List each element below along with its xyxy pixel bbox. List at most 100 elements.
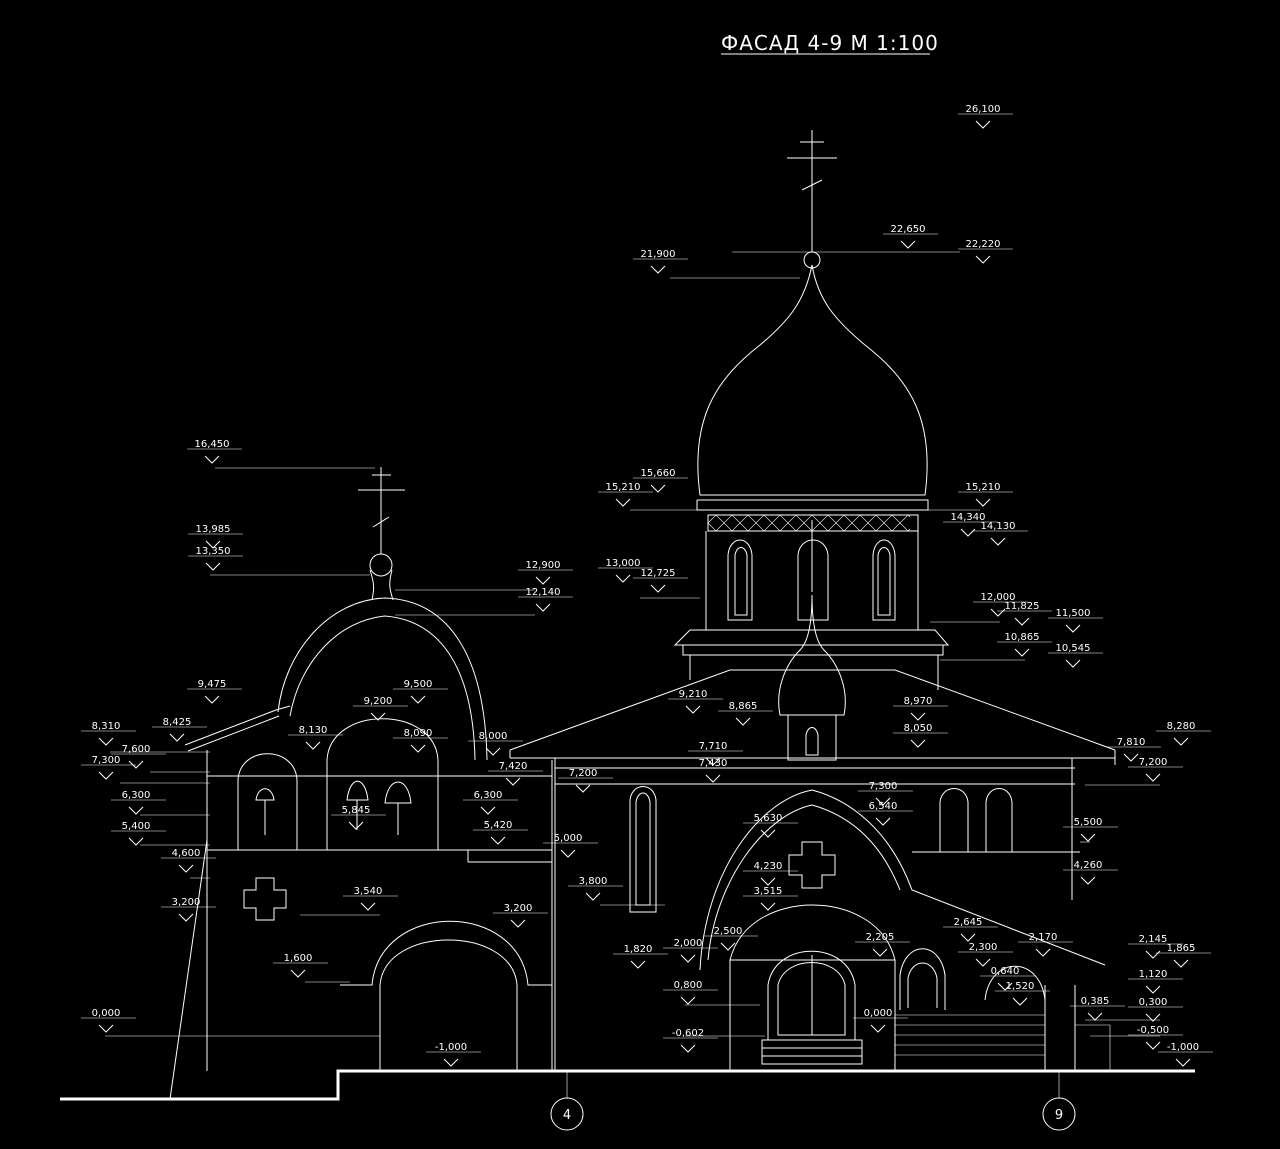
elevation-mark: 1,600 [273, 953, 328, 978]
elevation-tick [900, 240, 916, 249]
elevation-tick [735, 717, 751, 726]
elevation-value: 2,000 [674, 938, 703, 949]
elevation-tick [875, 817, 891, 826]
elevation-value: 0,000 [92, 1008, 121, 1019]
elevation-tick [1014, 617, 1030, 626]
elevation-value: 8,050 [904, 723, 933, 734]
elevation-value: 1,865 [1167, 943, 1196, 954]
elevation-mark: 7,710 [688, 741, 743, 766]
elevation-mark: 2,000 [663, 938, 718, 963]
elevation-mark: 6,300 [111, 790, 166, 815]
axis-marker-4: 4 [550, 1071, 584, 1131]
elevation-mark: 8,280 [1156, 721, 1211, 746]
elevation-value: 7,600 [122, 744, 151, 755]
elevation-mark: 13,000 [598, 558, 653, 583]
elevation-tick [1014, 648, 1030, 657]
elevation-tick [1080, 833, 1096, 842]
elevation-mark: 8,000 [468, 731, 523, 756]
elevation-value: 14,340 [951, 512, 986, 523]
elevation-value: -1,000 [1167, 1042, 1199, 1053]
elevation-tick [990, 608, 1006, 617]
elevation-tick [205, 540, 221, 549]
elevation-tick [370, 712, 386, 721]
elevation-tick [990, 537, 1006, 546]
drawing-title: ФАСАД 4-9 М 1:100 [721, 31, 939, 55]
elevation-value: 7,430 [699, 758, 728, 769]
elevation-value: 8,000 [479, 731, 508, 742]
elevation-mark: 0,300 [1128, 997, 1183, 1022]
elevation-value: 1,600 [284, 953, 313, 964]
elevation-value: 15,210 [606, 482, 641, 493]
elevation-mark: 6,540 [858, 801, 913, 826]
elevation-mark: 26,100 [958, 104, 1013, 129]
elevation-mark: 8,310 [81, 721, 136, 746]
elevation-mark: 12,900 [518, 560, 573, 585]
elevation-value: 0,800 [674, 980, 703, 991]
elevation-tick [685, 705, 701, 714]
elevation-value: 12,140 [526, 587, 561, 598]
elevation-value: 0,000 [864, 1008, 893, 1019]
elevation-mark: 10,865 [997, 632, 1052, 657]
elevation-value: -1,000 [435, 1042, 467, 1053]
elevation-value: 1,520 [1006, 981, 1035, 992]
elevation-value: 4,600 [172, 848, 201, 859]
elevation-tick [443, 1058, 459, 1067]
leader-lines [105, 251, 1160, 1037]
elevation-mark: 6,300 [463, 790, 518, 815]
elevation-mark: 15,660 [633, 468, 688, 493]
elevation-tick [585, 892, 601, 901]
elevation-tick [1065, 624, 1081, 633]
elevation-tick [975, 255, 991, 264]
elevation-mark: 5,000 [543, 833, 598, 858]
elevation-mark: 16,450 [187, 439, 242, 464]
elevation-mark: 1,520 [995, 981, 1050, 1006]
elevation-tick [975, 958, 991, 967]
elevation-tick [128, 837, 144, 846]
elevation-mark: 5,845 [331, 805, 386, 830]
elevation-tick [98, 1024, 114, 1033]
elevation-mark: 2,645 [943, 917, 998, 942]
elevation-tick [705, 757, 721, 766]
elevation-value: 3,800 [579, 876, 608, 887]
elevation-mark: -0,500 [1128, 1025, 1183, 1050]
elevation-mark: 4,260 [1063, 860, 1118, 885]
elevation-tick [910, 739, 926, 748]
elevation-value: 2,645 [954, 917, 983, 928]
elevation-tick [205, 562, 221, 571]
elevation-tick [1087, 1012, 1103, 1021]
elevation-value: 1,820 [624, 944, 653, 955]
elevation-value: 9,500 [404, 679, 433, 690]
elevation-tick [872, 948, 888, 957]
elevation-tick [1065, 659, 1081, 668]
elevation-tick [348, 821, 364, 830]
elevation-tick [680, 996, 696, 1005]
elevation-mark: 22,220 [958, 239, 1013, 264]
elevation-mark: 15,210 [598, 482, 653, 507]
elevation-value: 8,280 [1167, 721, 1196, 732]
elevation-tick [960, 933, 976, 942]
elevation-mark: 0,000 [81, 1008, 136, 1033]
elevation-tick [410, 744, 426, 753]
elevation-value: 3,540 [354, 886, 383, 897]
elevation-tick [997, 982, 1013, 991]
elevation-tick [128, 760, 144, 769]
elevation-tick [650, 265, 666, 274]
elevation-tick [490, 836, 506, 845]
elevation-mark: 14,340 [943, 512, 998, 537]
elevation-mark: -0,602 [663, 1028, 718, 1053]
elevation-tick [650, 584, 666, 593]
elevation-tick [875, 797, 891, 806]
elevation-value: 8,090 [404, 728, 433, 739]
elevation-tick [760, 877, 776, 886]
elevation-mark: 9,500 [393, 679, 448, 704]
elevation-mark: 3,200 [161, 897, 216, 922]
main-church [509, 130, 1116, 1071]
elevation-mark: 12,140 [518, 587, 573, 612]
elevation-tick [535, 576, 551, 585]
elevation-value: 7,300 [92, 755, 121, 766]
elevation-mark: 7,420 [488, 761, 543, 786]
elevation-tick [760, 902, 776, 911]
bell-tower [169, 467, 553, 1100]
elevation-tick [575, 784, 591, 793]
